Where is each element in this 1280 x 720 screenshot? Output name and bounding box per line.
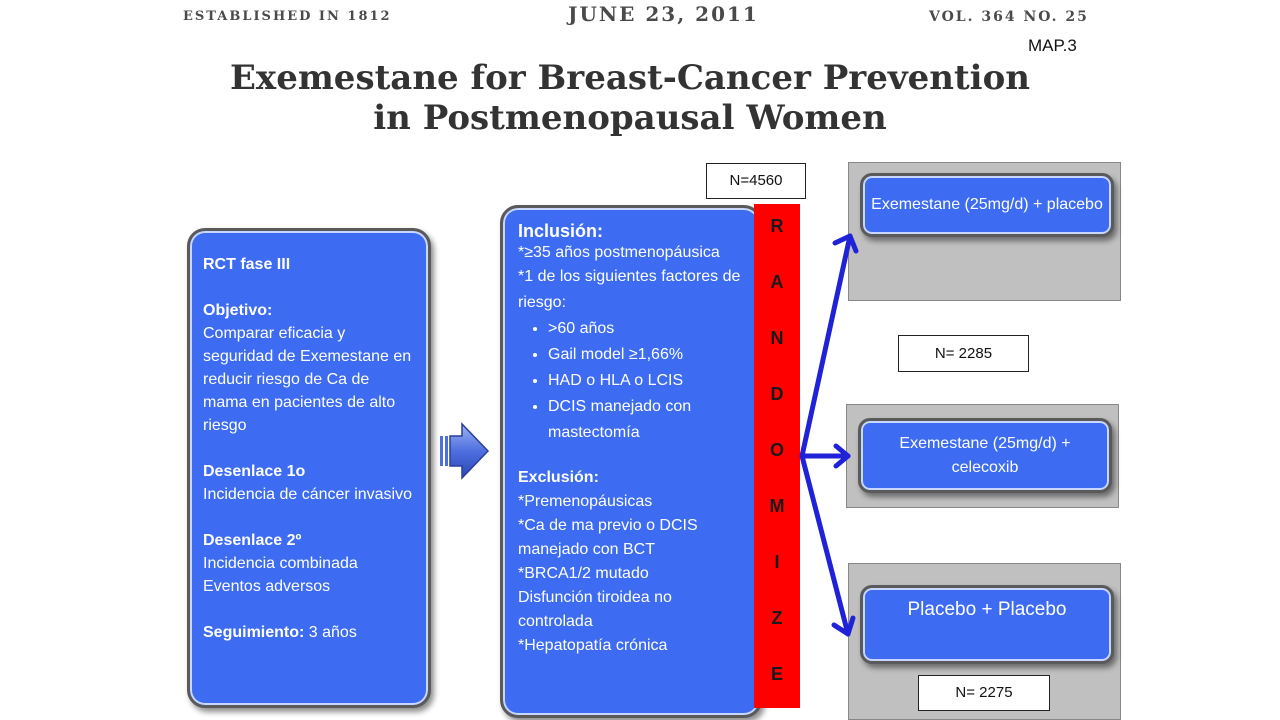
title-line-1: Exemestane for Breast-Cancer Prevention <box>230 58 1030 98</box>
arm-placebo-placebo: Placebo + Placebo <box>860 585 1114 664</box>
inclusion-line-2: *1 de los siguientes factores de riesgo: <box>518 268 741 311</box>
masthead-date: JUNE 23, 2011 <box>568 2 759 26</box>
arm-exemestane-celecoxib: Exemestane (25mg/d) + celecoxib <box>858 418 1112 493</box>
exclusion-item: *Hepatopatía crónica <box>518 637 668 654</box>
risk-factor-item: HAD o HLA o LCIS <box>548 368 751 394</box>
exclusion-item: *Premenopáusicas <box>518 493 653 510</box>
randomize-letter: R <box>770 216 784 236</box>
secondary-outcome-line-2: Eventos adversos <box>203 578 331 595</box>
n-total-label: N=4560 <box>706 163 806 199</box>
masthead-volume: VOL. 364 NO. 25 <box>929 9 1089 25</box>
exclusion-item: Disfunción tiroidea no controlada <box>518 589 672 630</box>
inclusion-label: Inclusión: <box>518 221 603 241</box>
arrowhead-icon <box>833 443 851 469</box>
risk-factor-list: >60 años Gail model ≥1,66% HAD o HLA o L… <box>518 316 751 446</box>
n-bottom-label: N= 2275 <box>918 675 1050 711</box>
page-title: Exemestane for Breast-Cancer Prevention … <box>200 58 1060 138</box>
followup-label: Seguimiento: <box>203 624 305 641</box>
randomize-letter: O <box>769 440 784 460</box>
inclusion-line-1: *≥35 años postmenopáusica <box>518 244 720 261</box>
randomize-letter: D <box>770 384 784 404</box>
risk-factor-item: DCIS manejado con mastectomía <box>548 394 751 446</box>
secondary-outcome-line-1: Incidencia combinada <box>203 555 358 572</box>
objective-label: Objetivo: <box>203 302 273 319</box>
arrow-to-arm-3 <box>799 453 851 637</box>
arrowhead-icon <box>832 233 859 254</box>
risk-factor-item: >60 años <box>548 316 751 342</box>
randomize-letter: I <box>774 552 780 572</box>
objective-text: Comparar eficacia y seguridad de Exemest… <box>203 325 412 434</box>
arm-exemestane-placebo: Exemestane (25mg/d) + placebo <box>860 173 1114 237</box>
randomize-letter: Z <box>771 608 783 628</box>
title-line-2: in Postmenopausal Women <box>373 98 887 138</box>
randomize-letter: E <box>770 664 783 684</box>
exclusion-item: *Ca de ma previo o DCIS manejado con BCT <box>518 517 698 558</box>
study-design-box: RCT fase III Objetivo: Comparar eficacia… <box>187 228 431 708</box>
randomize-letter: N <box>770 328 784 348</box>
arrowhead-icon <box>831 615 856 637</box>
study-type: RCT fase III <box>203 256 291 273</box>
block-arrow-icon <box>440 422 490 480</box>
secondary-outcome-label: Desenlace 2º <box>203 532 302 549</box>
journal-masthead: ESTABLISHED IN 1812 JUNE 23, 2011 VOL. 3… <box>0 2 1280 32</box>
randomize-letter: A <box>770 272 784 292</box>
arrow-to-arm-1 <box>799 233 853 459</box>
map-label: MAP.3 <box>1028 36 1077 55</box>
primary-outcome-label: Desenlace 1o <box>203 463 306 480</box>
n-middle-label: N= 2285 <box>898 335 1029 372</box>
followup-value: 3 años <box>304 624 357 641</box>
randomize-letter: M <box>769 496 785 516</box>
risk-factor-item: Gail model ≥1,66% <box>548 342 751 368</box>
exclusion-label: Exclusión: <box>518 469 599 486</box>
criteria-box: Inclusión: *≥35 años postmenopáusica *1 … <box>500 205 762 718</box>
randomize-bar: R A N D O M I Z E <box>754 204 800 708</box>
masthead-established: ESTABLISHED IN 1812 <box>183 9 392 24</box>
primary-outcome-text: Incidencia de cáncer invasivo <box>203 486 413 503</box>
exclusion-item: *BRCA1/2 mutado <box>518 565 649 582</box>
